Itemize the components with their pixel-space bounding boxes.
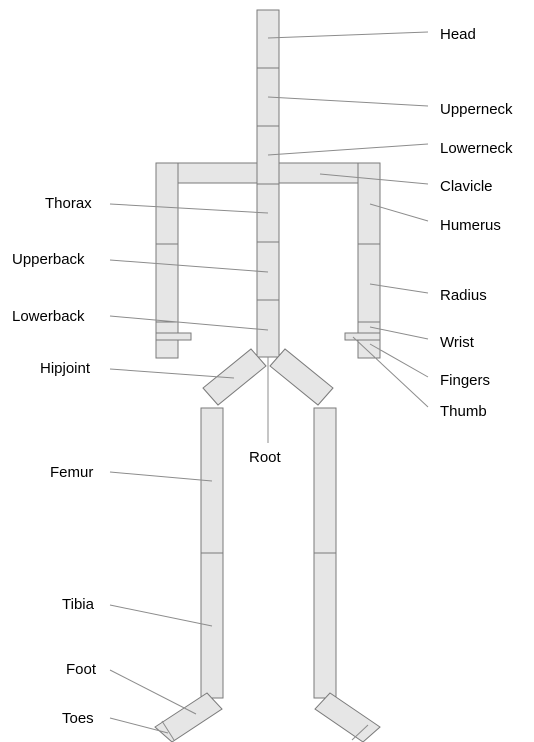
leader-lines bbox=[109, 31, 429, 734]
right-tibia-segment bbox=[313, 552, 337, 699]
thumb-leader bbox=[352, 336, 429, 408]
left-radius-segment bbox=[155, 243, 179, 323]
upperneck-leader bbox=[267, 96, 429, 107]
hips bbox=[202, 348, 334, 406]
left-humerus-segment bbox=[155, 162, 179, 245]
right-arm bbox=[344, 162, 381, 359]
lowerback-leader bbox=[109, 315, 269, 331]
head-leader bbox=[267, 31, 429, 39]
right-clavicle-segment bbox=[278, 162, 359, 184]
lowerback-segment bbox=[256, 299, 280, 358]
femur-leader bbox=[109, 471, 213, 482]
radius-label: Radius bbox=[440, 287, 487, 304]
legs bbox=[200, 407, 337, 699]
radius-leader bbox=[369, 283, 429, 294]
fingers-leader bbox=[369, 343, 429, 378]
lowerneck-label: Lowerneck bbox=[440, 140, 513, 157]
lowerback-label: Lowerback bbox=[12, 308, 85, 325]
left-arm bbox=[155, 162, 192, 359]
humerus-leader bbox=[369, 203, 429, 222]
upperback-leader bbox=[109, 259, 269, 273]
toes-label: Toes bbox=[62, 710, 94, 727]
clavicle-leader bbox=[319, 173, 429, 185]
wrist-label: Wrist bbox=[440, 334, 475, 351]
lowerneck-leader bbox=[267, 143, 429, 156]
humerus-label: Humerus bbox=[440, 217, 501, 234]
foot-leader bbox=[109, 669, 197, 715]
upperback-label: Upperback bbox=[12, 251, 85, 268]
wrist-leader bbox=[369, 326, 429, 340]
clavicle-label: Clavicle bbox=[440, 178, 493, 195]
toes-leader bbox=[109, 717, 169, 734]
right-toes-divider bbox=[351, 724, 369, 741]
tibia-leader bbox=[109, 604, 213, 627]
fingers-label: Fingers bbox=[440, 372, 490, 389]
thumb-label: Thumb bbox=[440, 403, 487, 420]
right-hipjoint-segment bbox=[269, 348, 334, 406]
thorax-leader bbox=[109, 203, 269, 214]
spine bbox=[256, 9, 280, 358]
foot-label: Foot bbox=[66, 661, 97, 678]
right-radius-segment bbox=[357, 243, 381, 323]
head-segment bbox=[256, 9, 280, 69]
hipjoint-leader bbox=[109, 368, 235, 379]
right-humerus-segment bbox=[357, 162, 381, 245]
hipjoint-label: Hipjoint bbox=[40, 360, 91, 377]
left-toes-divider bbox=[161, 720, 175, 741]
right-thumb-segment bbox=[344, 332, 381, 341]
right-femur-segment bbox=[313, 407, 337, 554]
femur-label: Femur bbox=[50, 464, 93, 481]
thorax-label: Thorax bbox=[45, 195, 92, 212]
left-hipjoint-segment bbox=[202, 348, 267, 406]
root-label: Root bbox=[249, 449, 282, 466]
right-foot-segment bbox=[314, 692, 381, 742]
tibia-label: Tibia bbox=[62, 596, 95, 613]
upperneck-label: Upperneck bbox=[440, 101, 513, 118]
head-label: Head bbox=[440, 26, 476, 43]
left-clavicle-segment bbox=[177, 162, 258, 184]
left-foot-segment bbox=[154, 692, 223, 742]
feet bbox=[154, 692, 381, 742]
left-thumb-segment bbox=[155, 332, 192, 341]
labels: Head Upperneck Lowerneck Clavicle Humeru… bbox=[12, 26, 513, 727]
